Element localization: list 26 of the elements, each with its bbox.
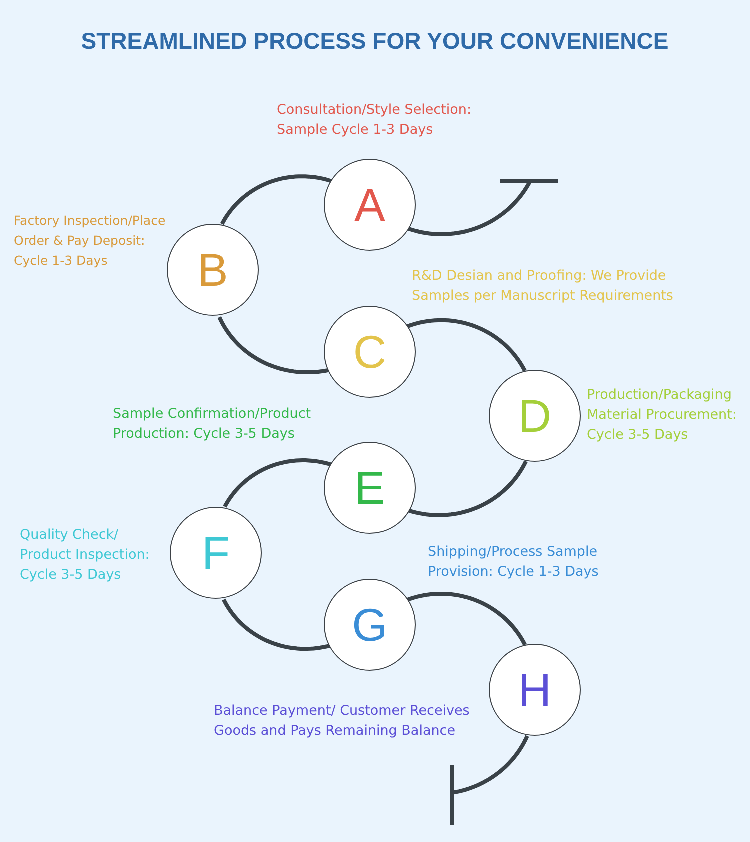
title: STREAMLINED PROCESS FOR YOUR CONVENIENCE [80, 28, 670, 55]
step-letter: G [352, 602, 388, 648]
step-description: Sample Confirmation/Product Production: Cycle 3-5 Days [113, 405, 312, 444]
connector-line [408, 181, 532, 236]
step-letter: B [198, 247, 228, 293]
connector-line [222, 598, 331, 652]
connector-line [220, 174, 332, 226]
step-description: R&D Desian and Proofing: We Provide Samples per Manuscript Requirements [412, 267, 674, 306]
step-letter: F [202, 530, 230, 576]
step-letter: A [354, 182, 386, 228]
step-description: Consultation/Style Selection: Sample Cycle 1-3 Days [277, 101, 473, 140]
step-description: Production/Packaging Material Procurement: Cycle 3-5 Days [587, 386, 738, 445]
step-letter: E [354, 465, 386, 511]
connector-line [452, 735, 530, 795]
step-letter: H [518, 667, 552, 713]
connector-line [408, 460, 528, 518]
step-letter: D [518, 393, 552, 439]
connector-line [406, 318, 527, 372]
step-description: Factory Inspection/Place Order & Pay Deposit: Cycle 1-3 Days [14, 212, 167, 270]
connector-line [218, 316, 330, 375]
step-letter: C [353, 329, 387, 375]
connector-line [406, 592, 527, 646]
connector-line [223, 458, 332, 508]
step-description: Shipping/Process Sample Provision: Cycle 1-3 Days [428, 543, 600, 582]
step-description: Quality Check/ Product Inspection: Cycle 3-5 Days [20, 526, 151, 585]
step-description: Balance Payment/ Customer Receives Goods and Pays Remaining Balance [214, 702, 471, 741]
